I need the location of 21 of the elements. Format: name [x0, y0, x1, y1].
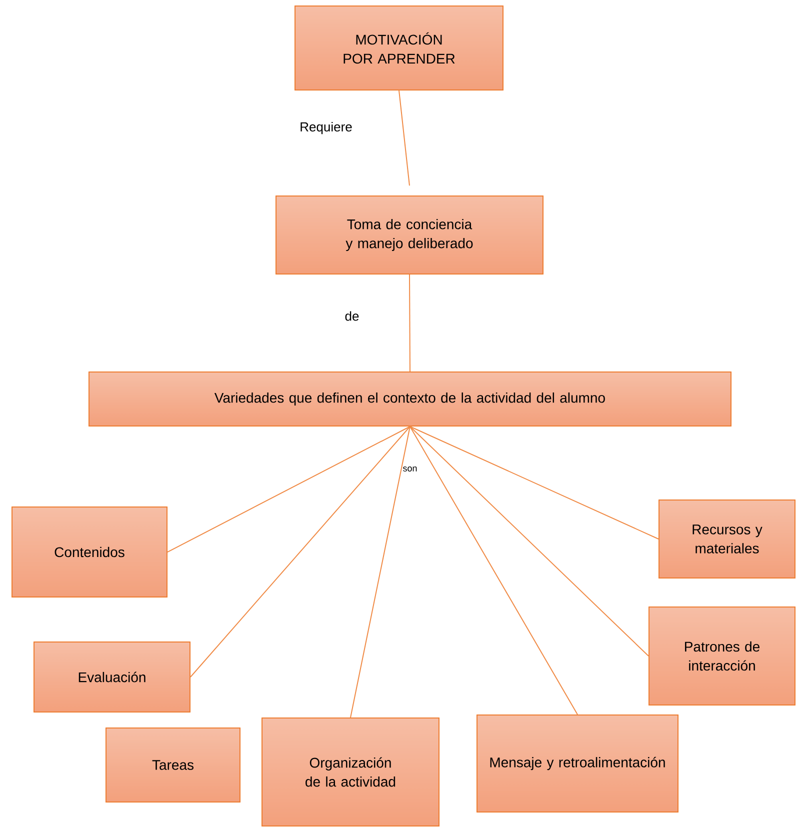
- connector-label: son: [403, 466, 417, 472]
- connector-line: [410, 426, 649, 656]
- connector-line: [410, 426, 659, 540]
- connector-line: [409, 274, 410, 372]
- connector-line: [350, 426, 410, 718]
- connector-line: [398, 90, 410, 186]
- concept-box: Contenidos: [12, 506, 168, 598]
- concept-box: Toma de conciencia y manejo deliberado: [276, 196, 544, 274]
- concept-box: Variedades que definen el contexto de la actividad del alumno: [88, 372, 732, 426]
- concept-box: Patrones de interacción: [648, 606, 796, 706]
- concept-box: Recursos y materiales: [658, 500, 796, 578]
- edge-label: de: [344, 310, 360, 322]
- concept-box: Tareas: [106, 728, 240, 802]
- connector-line: [410, 426, 578, 715]
- edge-label: Requiere: [298, 120, 354, 136]
- connector-line: [190, 426, 410, 678]
- concept-box: MOTIVACIÓN POR APRENDER: [294, 6, 504, 90]
- concept-box: Mensaje y retroalimentación: [476, 714, 678, 812]
- concept-box: Organización de la actividad: [262, 718, 440, 826]
- concept-box: Evaluación: [34, 642, 190, 712]
- connector-line: [167, 426, 410, 552]
